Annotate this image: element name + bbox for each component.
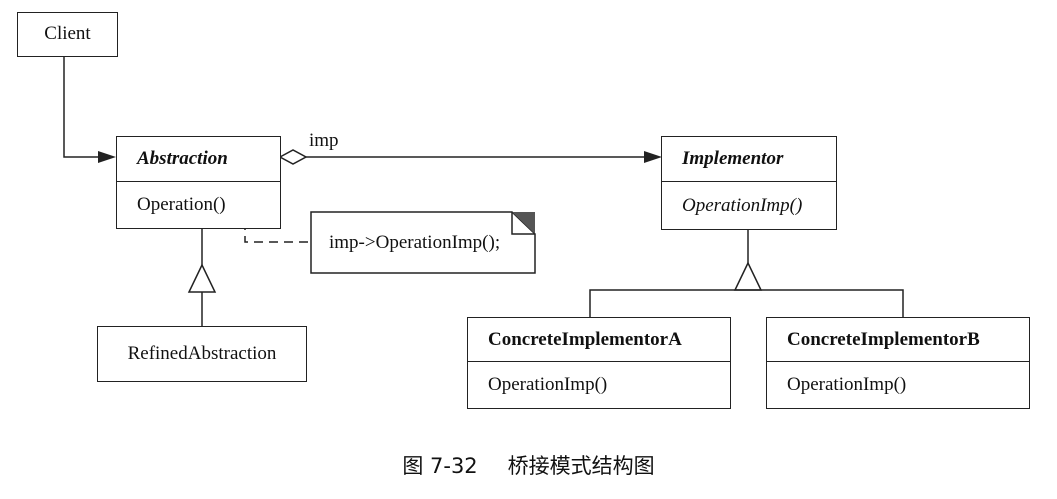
concrete-a-name: ConcreteImplementorA: [488, 328, 682, 350]
implementor-class: Implementor OperationImp(): [661, 136, 837, 230]
folded-corner-icon: [512, 212, 535, 234]
abstraction-operation: Operation(): [117, 181, 280, 228]
figure-caption: 图 7-32 桥接模式结构图: [0, 450, 1057, 480]
inheritance-concretes: [589, 230, 904, 318]
caption-figure-number: 图 7-32: [402, 454, 478, 478]
refined-abstraction-name: RefinedAbstraction: [127, 342, 277, 364]
client-label: Client: [44, 23, 91, 44]
abstraction-name: Abstraction: [137, 148, 228, 169]
client-abstraction-link: [63, 57, 116, 163]
note-text: imp->OperationImp();: [329, 232, 501, 253]
implementor-name: Implementor: [682, 148, 784, 169]
inheritance-triangle-icon: [187, 263, 217, 293]
filled-arrowhead-icon: [644, 151, 662, 163]
client-box: Client: [17, 12, 118, 57]
concrete-b-name: ConcreteImplementorB: [787, 328, 980, 350]
inheritance-refined: [187, 228, 217, 327]
note-shape: [310, 211, 536, 274]
concrete-b-operation: OperationImp(): [767, 361, 1029, 408]
concrete-a-operation: OperationImp(): [468, 361, 730, 408]
concrete-implementor-a-class: ConcreteImplementorA OperationImp(): [467, 317, 731, 409]
abstraction-class: Abstraction Operation(): [116, 136, 281, 229]
caption-title: 桥接模式结构图: [507, 454, 655, 478]
implementor-operation: OperationImp(): [662, 181, 836, 229]
inheritance-triangle-icon: [733, 261, 763, 291]
refined-abstraction-class: RefinedAbstraction: [97, 326, 307, 382]
concrete-implementor-b-class: ConcreteImplementorB OperationImp(): [766, 317, 1030, 409]
aggregation-diamond-icon: [278, 149, 308, 165]
filled-arrowhead-icon: [98, 151, 116, 163]
aggregation-link: [278, 149, 662, 165]
association-label: imp: [309, 130, 339, 151]
